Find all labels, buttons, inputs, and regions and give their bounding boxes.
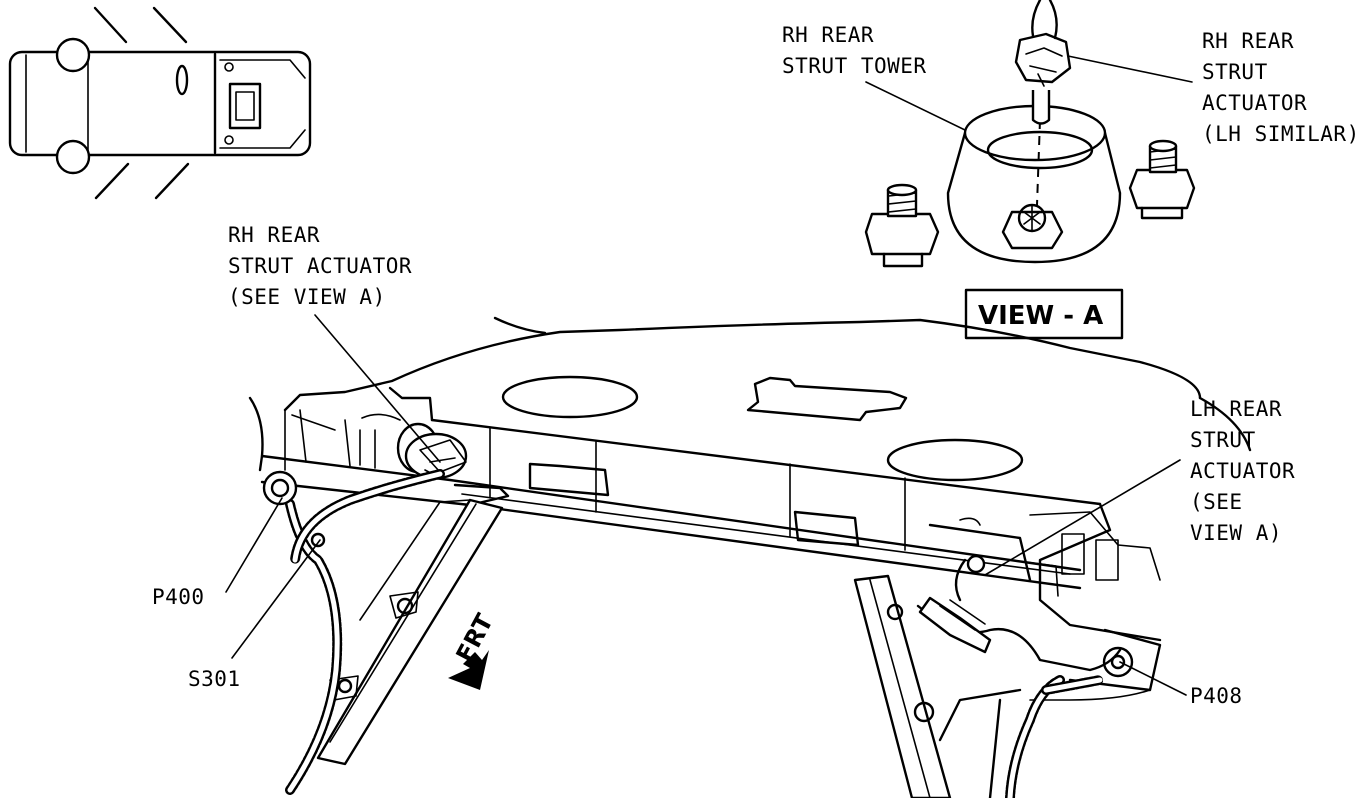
rh-strut-actuator-view-label-4: (LH SIMILAR) <box>1202 122 1360 146</box>
view-a-strut-tower-detail <box>864 0 1196 340</box>
rh-strut-actuator-installed <box>396 422 468 480</box>
left-lower-bracket <box>316 498 504 766</box>
lh-strut-actuator-label-1: LH REAR <box>1190 397 1282 421</box>
s301-label: S301 <box>188 667 241 691</box>
left-stud-nut <box>864 183 940 268</box>
rh-strut-tower-label-1: RH REAR <box>782 23 874 47</box>
lh-strut-actuator-label-4: (SEE <box>1190 490 1243 514</box>
rh-strut-tower-label-2: STRUT TOWER <box>782 54 927 78</box>
rh-strut-actuator-view-label-2: STRUT <box>1202 60 1268 84</box>
frt-label: FRT <box>451 609 500 667</box>
vehicle-top-view-icon <box>8 6 312 200</box>
view-a-title: VIEW - A <box>978 301 1103 331</box>
lh-strut-actuator-label-2: STRUT <box>1190 428 1256 452</box>
rh-strut-actuator-main-label-2: STRUT ACTUATOR <box>228 254 412 278</box>
rh-strut-actuator-main-label-3: (SEE VIEW A) <box>228 285 386 309</box>
rear-strut-tower-panel <box>248 316 1252 798</box>
lh-strut-actuator-label-5: VIEW A) <box>1190 521 1282 545</box>
rh-harness-wire <box>262 469 445 795</box>
right-lower-bracket <box>853 574 952 798</box>
rh-strut-actuator-view-label-1: RH REAR <box>1202 29 1294 53</box>
front-arrow-icon <box>448 650 489 690</box>
rh-strut-actuator-view-label-3: ACTUATOR <box>1202 91 1307 115</box>
right-stud-nut <box>1128 139 1196 220</box>
lh-strut-actuator-label-3: ACTUATOR <box>1190 459 1295 483</box>
leader-lines <box>225 314 1187 696</box>
p408-label: P408 <box>1190 684 1243 708</box>
lh-harness-wire <box>916 554 1122 798</box>
rh-strut-actuator-main-label-1: RH REAR <box>228 223 320 247</box>
p400-label: P400 <box>152 585 205 609</box>
